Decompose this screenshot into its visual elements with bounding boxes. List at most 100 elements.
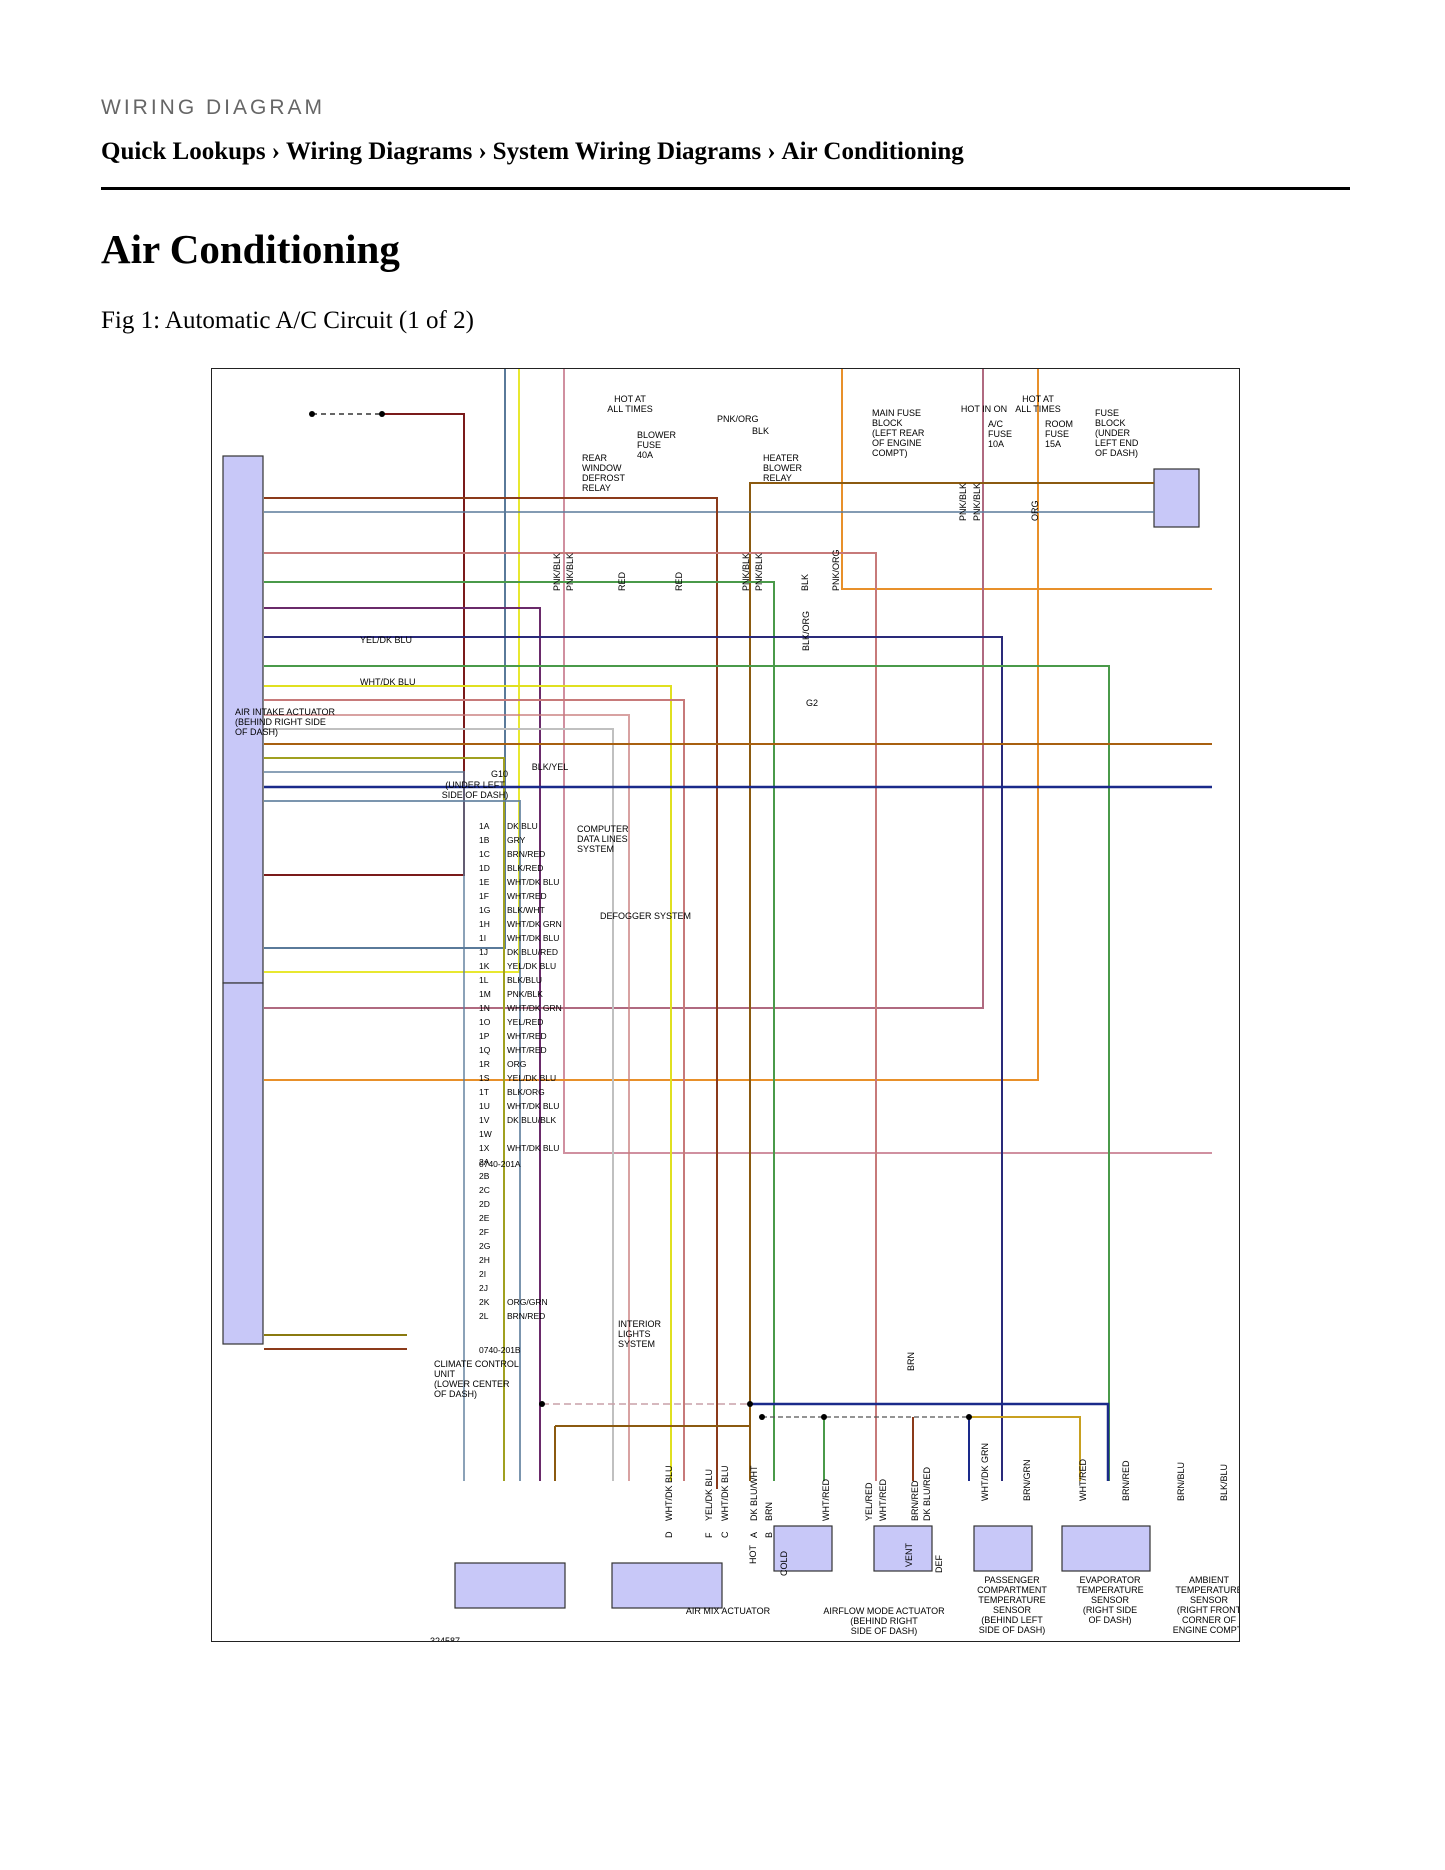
ground-g10-location: (UNDER LEFT bbox=[445, 780, 505, 790]
pin-wire-label: BRN/RED bbox=[507, 849, 545, 859]
interior-lights-label: SYSTEM bbox=[618, 1339, 655, 1349]
connector-pin: 1C bbox=[479, 849, 490, 859]
main-fuse-block-label: BLOCK bbox=[872, 418, 903, 428]
pin-wire-label: DK BLU/BLK bbox=[507, 1115, 556, 1125]
room-fuse-label: 15A bbox=[1045, 439, 1061, 449]
wire-label: PNK/BLK bbox=[958, 483, 968, 521]
wire-label: BRN/BLU bbox=[1176, 1462, 1186, 1501]
wire-label: WHT/RED bbox=[821, 1479, 831, 1521]
wire-label: PNK/ORG bbox=[831, 549, 841, 591]
airflow-actuator-label: AIRFLOW MODE ACTUATOR bbox=[823, 1606, 945, 1616]
ground-g2-label: G2 bbox=[806, 698, 818, 708]
air-intake-actuator-label: OF DASH) bbox=[235, 727, 278, 737]
air-intake-actuator-label: (BEHIND RIGHT SIDE bbox=[235, 717, 326, 727]
connector-pin: 1A bbox=[479, 821, 490, 831]
fuse-block-label: (UNDER bbox=[1095, 428, 1130, 438]
all-times-label: ALL TIMES bbox=[1015, 404, 1061, 414]
wire-label: RED bbox=[674, 571, 684, 591]
hot-in-on-label: HOT IN ON bbox=[961, 404, 1007, 414]
connector-pin: 1Q bbox=[479, 1045, 491, 1055]
rear-defrost-relay-label: WINDOW bbox=[582, 463, 622, 473]
passenger-sensor-label: COMPARTMENT bbox=[977, 1585, 1047, 1595]
connector-pin: 1W bbox=[479, 1129, 492, 1139]
airflow-actuator-label: (BEHIND RIGHT bbox=[850, 1616, 918, 1626]
pin-wire-label: GRY bbox=[507, 835, 526, 845]
wire-label: BLK bbox=[800, 574, 810, 591]
pin-wire-label: YEL/DK BLU bbox=[507, 961, 556, 971]
evaporator-sensor-body bbox=[873, 1525, 933, 1572]
passenger-sensor-label: PASSENGER bbox=[984, 1575, 1040, 1585]
heater-blower-relay-label: RELAY bbox=[763, 473, 792, 483]
wire-label: RED bbox=[617, 571, 627, 591]
airflow-actuator-label: SIDE OF DASH) bbox=[851, 1626, 918, 1636]
connector-pin: 2E bbox=[479, 1213, 490, 1223]
computer-data-lines-label: SYSTEM bbox=[577, 844, 614, 854]
connector-pin: 2I bbox=[479, 1269, 486, 1279]
connector-pin: 1K bbox=[479, 961, 490, 971]
breadcrumb: Quick Lookups›Wiring Diagrams›System Wir… bbox=[101, 138, 964, 166]
main-fuse-block-label: COMPT) bbox=[872, 448, 908, 458]
wire-label: PNK/BLK bbox=[552, 553, 562, 591]
interior-lights-label: LIGHTS bbox=[618, 1329, 651, 1339]
breadcrumb-system-wiring[interactable]: System Wiring Diagrams bbox=[492, 138, 762, 165]
interior-lights-label: INTERIOR bbox=[618, 1319, 662, 1329]
evaporator-sensor-label: (RIGHT SIDE bbox=[1083, 1605, 1137, 1615]
passenger-sensor-label: (BEHIND LEFT bbox=[981, 1615, 1043, 1625]
computer-data-lines-label: DATA LINES bbox=[577, 834, 628, 844]
pin-wire-label: WHT/RED bbox=[507, 1031, 547, 1041]
connector-pin: 2A bbox=[479, 1157, 490, 1167]
breadcrumb-wiring-diagrams[interactable]: Wiring Diagrams bbox=[286, 138, 473, 165]
evaporator-sensor-label: SENSOR bbox=[1091, 1595, 1130, 1605]
connector-pin: 1O bbox=[479, 1017, 491, 1027]
connector-pin: 1S bbox=[479, 1073, 490, 1083]
ac-fuse-label: A/C bbox=[988, 419, 1004, 429]
climate-control-unit-label: (LOWER CENTER bbox=[434, 1379, 510, 1389]
ambient-sensor-label: (RIGHT FRONT bbox=[1177, 1605, 1239, 1615]
wire-label: BRN/RED bbox=[910, 1480, 920, 1521]
wire-label: BLK bbox=[752, 426, 769, 436]
connector-pin: D bbox=[664, 1531, 674, 1538]
ac-fuse-label: FUSE bbox=[988, 429, 1012, 439]
wire-label: WHT/RED bbox=[878, 1479, 888, 1521]
connector-pin: 1I bbox=[479, 933, 486, 943]
figure-caption: Fig 1: Automatic A/C Circuit (1 of 2) bbox=[101, 307, 474, 334]
wire-label: BRN bbox=[764, 1502, 774, 1521]
connector-pin: 2H bbox=[479, 1255, 490, 1265]
ac-fuse-label: 10A bbox=[988, 439, 1004, 449]
main-fuse-block-label: MAIN FUSE bbox=[872, 408, 921, 418]
cold-label: COLD bbox=[779, 1550, 789, 1576]
wire-label: BRN/GRN bbox=[1022, 1459, 1032, 1501]
pin-wire-label: WHT/DK BLU bbox=[507, 877, 559, 887]
wire-label: WHT/DK BLU bbox=[720, 1465, 730, 1521]
climate-control-unit bbox=[222, 455, 264, 984]
fuse-block-label: FUSE bbox=[1095, 408, 1119, 418]
connector-pin: 1F bbox=[479, 891, 489, 901]
ambient-sensor-label: TEMPERATURE bbox=[1175, 1585, 1239, 1595]
ambient-sensor-body bbox=[973, 1525, 1033, 1572]
main-fuse-block-label: (LEFT REAR bbox=[872, 428, 925, 438]
breadcrumb-separator: › bbox=[478, 138, 487, 165]
refrigerant-switch-body bbox=[1061, 1525, 1151, 1572]
wire-label: BLK/ORG bbox=[801, 611, 811, 651]
pin-wire-label: BLK/ORG bbox=[507, 1087, 545, 1097]
pin-wire-label: BLK/BLU bbox=[507, 975, 542, 985]
passenger-sensor-body bbox=[773, 1525, 833, 1572]
wire-label: PNK/ORG bbox=[717, 414, 759, 424]
pin-wire-label: WHT/DK BLU bbox=[507, 1101, 559, 1111]
air-intake-actuator-label: AIR INTAKE ACTUATOR bbox=[235, 707, 336, 717]
breadcrumb-air-conditioning[interactable]: Air Conditioning bbox=[781, 138, 964, 165]
rear-defrost-relay-label: REAR bbox=[582, 453, 608, 463]
connector-pin: C bbox=[720, 1531, 730, 1538]
breadcrumb-separator: › bbox=[271, 138, 280, 165]
wire-label: BRN/RED bbox=[1121, 1460, 1131, 1501]
climate-control-unit-label: OF DASH) bbox=[434, 1389, 477, 1399]
wire-label: DK BLU/WHT bbox=[749, 1465, 759, 1521]
pin-wire-label: PNK/BLK bbox=[507, 989, 543, 999]
wire-label: WHT/DK BLU bbox=[664, 1465, 674, 1521]
connector-pin: 1H bbox=[479, 919, 490, 929]
section-kicker: WIRING DIAGRAM bbox=[101, 96, 325, 119]
breadcrumb-separator: › bbox=[767, 138, 776, 165]
wire-label: PNK/BLK bbox=[565, 553, 575, 591]
breadcrumb-quick-lookups[interactable]: Quick Lookups bbox=[101, 138, 266, 165]
connector-pin: 1P bbox=[479, 1031, 490, 1041]
